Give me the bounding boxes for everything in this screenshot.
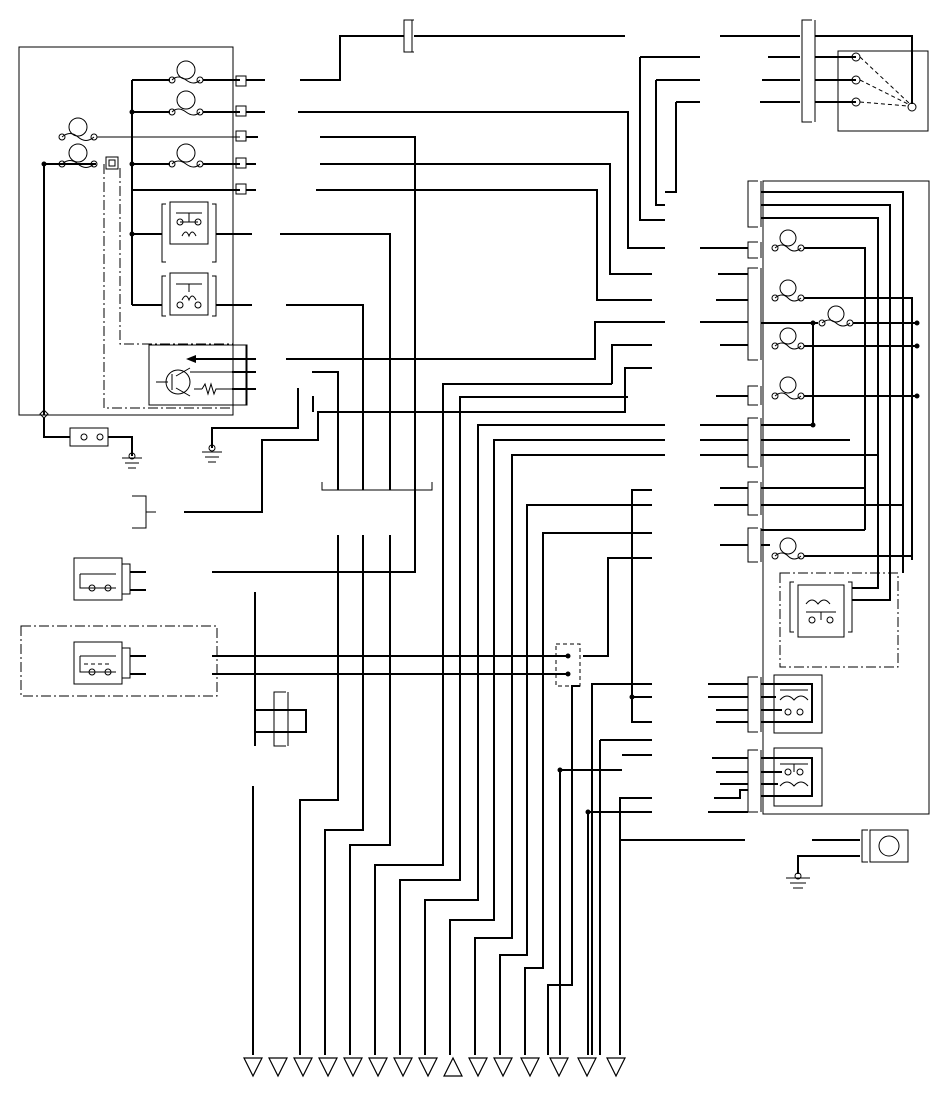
fuse-icon bbox=[771, 376, 805, 400]
top-right-switch-box bbox=[760, 19, 929, 132]
fuse-icon bbox=[771, 327, 805, 350]
ground-icon bbox=[43, 418, 142, 469]
optional-switch-outline bbox=[20, 625, 218, 697]
fuse-icon bbox=[168, 60, 240, 84]
relay-icon bbox=[761, 747, 823, 807]
fuse-icon bbox=[771, 229, 805, 252]
inline-connector bbox=[255, 691, 307, 747]
left-fuse-relay-box bbox=[18, 46, 240, 419]
control-module-outline bbox=[103, 164, 248, 409]
fuse-icon bbox=[168, 143, 240, 168]
right-box-connectors bbox=[747, 180, 762, 813]
ground-icon bbox=[202, 388, 299, 463]
right-fuse-relay-box bbox=[762, 180, 930, 815]
relay-icon bbox=[161, 201, 252, 263]
fuse-icon bbox=[771, 279, 805, 302]
fuse-icon bbox=[771, 537, 805, 560]
relay-switch-icon bbox=[73, 557, 146, 601]
right-box-internal-wires bbox=[761, 191, 920, 601]
relay-icon bbox=[161, 272, 252, 317]
harness-terminal-arrows bbox=[243, 1056, 626, 1078]
relay-icon bbox=[789, 581, 853, 638]
top-inline-connector bbox=[300, 19, 800, 81]
relay-icon bbox=[761, 674, 823, 734]
fuse-icon bbox=[168, 90, 240, 116]
fuse-icon bbox=[58, 117, 240, 141]
left-box-connectors bbox=[232, 75, 265, 406]
fuse-icon bbox=[58, 143, 119, 170]
harness-wires bbox=[212, 56, 748, 1055]
switch-icon bbox=[132, 367, 652, 529]
fuse-icon bbox=[818, 305, 854, 327]
ground-icon bbox=[786, 829, 909, 889]
